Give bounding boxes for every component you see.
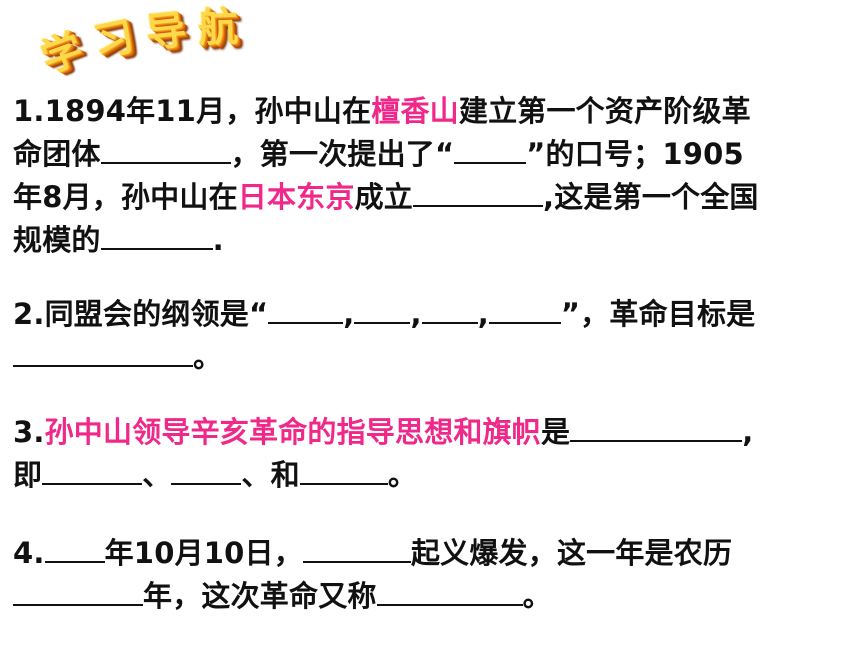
q4-text: 年10月10日， xyxy=(104,536,303,570)
q2-sep: , xyxy=(477,297,489,331)
answer-blank[interactable] xyxy=(488,298,561,324)
answer-blank[interactable] xyxy=(171,459,242,485)
answer-blank[interactable] xyxy=(44,537,105,563)
q1-highlight-place: 檀香山 xyxy=(371,94,459,128)
q1-text: . xyxy=(212,223,224,257)
q1-text: ”的口号；1905 xyxy=(526,137,744,171)
q1-text: ，第一次提出了“ xyxy=(230,137,455,171)
answer-blank[interactable] xyxy=(454,138,527,164)
q2-text: ”，革命目标是 xyxy=(560,297,756,331)
q3-text: 、和 xyxy=(241,458,300,492)
title-char: 学 xyxy=(35,25,89,83)
q1-text: 规模的 xyxy=(13,223,101,257)
q3-text: 3. xyxy=(13,415,45,449)
q3-text: 。 xyxy=(387,458,418,492)
title-char: 航 xyxy=(197,4,239,52)
answer-blank[interactable] xyxy=(570,416,743,442)
title-char: 习 xyxy=(89,13,139,67)
q3-text: , xyxy=(742,415,754,449)
q1-text: ,这是第一个全国 xyxy=(543,180,759,214)
answer-blank[interactable] xyxy=(413,181,543,207)
q1-text: 命团体 xyxy=(13,137,101,171)
question-1: 1.1894年11月，孙中山在檀香山建立第一个资产阶级革 命团体 ，第一次提出了“… xyxy=(13,90,847,262)
question-4: 4. 年10月10日， 起义爆发，这一年是农历 年，这次革命又称 。 xyxy=(13,532,847,618)
q4-text: 起义爆发，这一年是农历 xyxy=(410,536,733,570)
answer-blank[interactable] xyxy=(268,298,344,324)
answer-blank[interactable] xyxy=(13,580,143,606)
q2-sep: , xyxy=(343,297,355,331)
answer-blank[interactable] xyxy=(354,298,411,324)
study-guide-title: 学 习 导 航 xyxy=(35,4,268,84)
q2-sep: , xyxy=(410,297,422,331)
q1-text: 年8月，孙中山在 xyxy=(13,180,238,214)
q3-highlight: 孙中山领导辛亥革命的指导思想和旗帜 xyxy=(44,415,542,449)
q3-text: 、 xyxy=(142,458,172,492)
question-2: 2.同盟会的纲领是“,,, ”，革命目标是 。 xyxy=(13,293,847,379)
q4-text: 年，这次革命又称 xyxy=(143,579,377,613)
q2-text: 。 xyxy=(193,340,223,374)
q4-text: 4. xyxy=(13,536,45,570)
q2-text: 2.同盟会的纲领是“ xyxy=(13,297,269,331)
answer-blank[interactable] xyxy=(13,341,193,367)
answer-blank[interactable] xyxy=(100,138,231,164)
q1-text: 成立 xyxy=(354,180,413,214)
q1-text: 建立第一个资产阶级革 xyxy=(458,94,751,128)
answer-blank[interactable] xyxy=(376,580,523,606)
q1-highlight-place: 日本东京 xyxy=(237,180,355,214)
q1-text: 1.1894年11月，孙中山在 xyxy=(13,94,372,128)
answer-blank[interactable] xyxy=(421,298,478,324)
question-3: 3.孙中山领导辛亥革命的指导思想和旗帜是, 即 、 、和 。 xyxy=(13,411,847,497)
answer-blank[interactable] xyxy=(299,459,388,485)
q3-text: 即 xyxy=(13,458,43,492)
q4-text: 。 xyxy=(522,579,552,613)
answer-blank[interactable] xyxy=(100,224,213,250)
title-char: 导 xyxy=(143,7,189,57)
answer-blank[interactable] xyxy=(302,537,411,563)
answer-blank[interactable] xyxy=(42,459,143,485)
q3-text: 是 xyxy=(541,415,571,449)
